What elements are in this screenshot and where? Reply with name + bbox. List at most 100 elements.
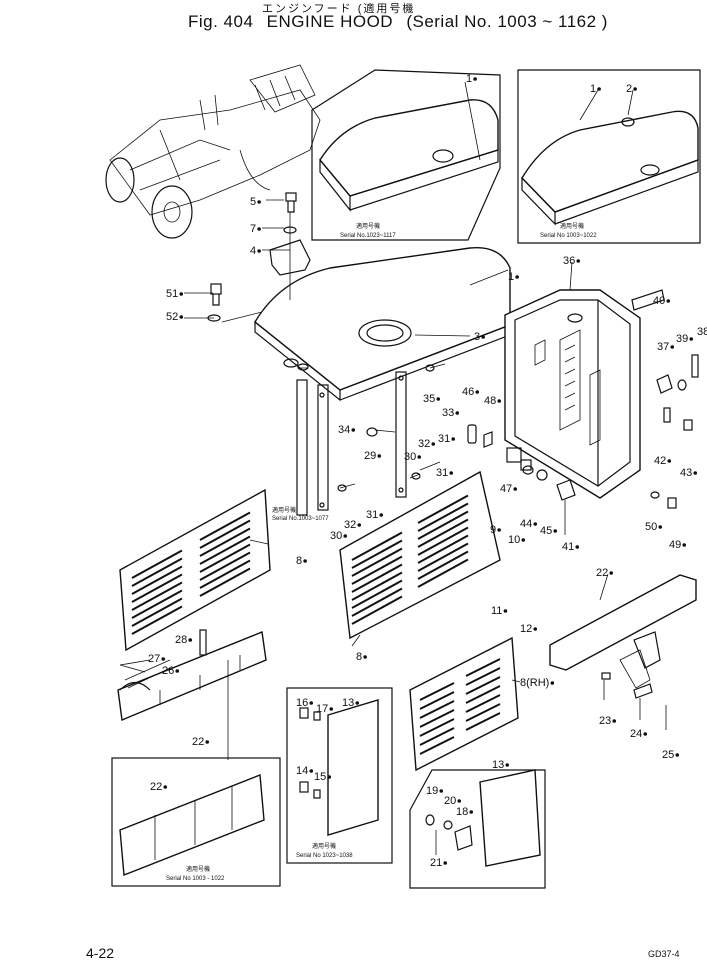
callout-dot: [682, 543, 687, 547]
callout-24: 24: [630, 728, 642, 740]
grille-slot: [131, 581, 183, 611]
callout-35: 35: [423, 393, 435, 405]
grille-slot: [465, 703, 501, 722]
left-grille: 適用号機 Serial No.1003~1077: [119, 488, 329, 652]
grille-slot: [351, 555, 403, 585]
callout-45: 45: [540, 525, 552, 537]
callout-dot: [612, 719, 617, 723]
callout-31: 31: [438, 433, 450, 445]
hood-variant-b-inset: 適用号機 Serial No 1003~1022: [517, 69, 701, 244]
callout-22: 22: [596, 567, 608, 579]
callout-12: 12: [520, 623, 532, 635]
callout-dot: [451, 437, 456, 441]
callout-1b: 1: [590, 83, 596, 95]
callout-dot: [327, 775, 332, 779]
callout-dot: [475, 390, 480, 394]
callout-2: 2: [626, 83, 632, 95]
callout-25: 25: [662, 749, 674, 761]
callout-17: 17: [316, 703, 328, 715]
callout-18: 18: [456, 806, 468, 818]
grille-slot: [417, 542, 469, 572]
lower-right-skirt: [549, 574, 697, 730]
callout-dot: [576, 259, 581, 263]
grille-slot: [131, 597, 183, 627]
leader-lines: [119, 81, 634, 683]
callout-48: 48: [484, 395, 496, 407]
grille-slot: [199, 535, 251, 565]
callout-dot: [515, 275, 519, 279]
callout-dot: [643, 732, 648, 736]
callout-dot: [257, 200, 261, 204]
callout-46: 46: [462, 386, 474, 398]
callout-dot: [503, 609, 508, 613]
callout-51: 51: [166, 288, 178, 300]
header-japanese: エンジンフード (適用号機: [262, 3, 416, 15]
callout-dot: [377, 454, 382, 458]
callout-1a: 1: [466, 73, 472, 85]
callout-11: 11: [491, 605, 502, 617]
right-grille: [409, 636, 519, 772]
grille-slot: [465, 712, 501, 731]
callout-dot: [179, 315, 184, 319]
callout-9: 9: [490, 524, 496, 536]
callout-dot: [343, 534, 348, 538]
skirt-serial: Serial No 1003 - 1022: [166, 876, 225, 882]
grille-slot: [419, 736, 455, 755]
callout-20: 20: [444, 795, 456, 807]
callout-50: 50: [645, 521, 657, 533]
grille-slot: [419, 727, 455, 746]
callout-dot: [355, 701, 360, 705]
grille-slot: [199, 527, 251, 557]
skirt-variant-inset: 適用号機 Serial No 1003 - 1022: [111, 757, 281, 887]
callout-7: 7: [250, 223, 256, 235]
grille-slot: [419, 691, 455, 710]
hood-a-serial: Serial No.1023~1117: [340, 233, 396, 239]
callout-dot: [550, 681, 555, 685]
hood-stays: [296, 363, 446, 516]
callout-dot: [521, 538, 526, 542]
callout-dot: [303, 559, 307, 563]
callout-dot: [363, 655, 367, 659]
grille-slot: [351, 539, 403, 569]
callout-dot: [431, 442, 436, 446]
callout-52: 52: [166, 311, 178, 323]
grille-serial: Serial No.1003~1077: [272, 516, 329, 522]
callout-dot: [457, 799, 462, 803]
page-number: 4-22: [86, 945, 115, 961]
callout-4: 4: [250, 245, 256, 257]
callout-1: 1: [508, 271, 514, 283]
callout-dot: [205, 740, 210, 744]
callout-dot: [455, 411, 460, 415]
callout-23: 23: [599, 715, 611, 727]
plate-a-note: 適用号機: [312, 842, 336, 850]
lower-left-skirt: [117, 629, 267, 760]
callout-dot: [689, 337, 694, 341]
grille-slot: [199, 567, 251, 597]
grille-slot: [417, 550, 469, 580]
callout-dot: [257, 249, 261, 253]
grille-slot: [131, 549, 183, 579]
callout-36: 36: [563, 255, 575, 267]
callout-dot: [188, 638, 193, 642]
hood-b-serial: Serial No 1003~1022: [540, 233, 597, 239]
grille-note: 適用号機: [272, 506, 296, 514]
callout-22b: 22: [192, 736, 204, 748]
callout-dot: [497, 399, 502, 403]
page-code: GD37-4: [648, 949, 680, 959]
callout-5: 5: [250, 196, 256, 208]
grille-slot: [131, 565, 183, 595]
callout-28: 28: [175, 634, 187, 646]
callout-dot: [553, 529, 558, 533]
grille-slot: [465, 685, 501, 704]
right-fasteners: [631, 289, 699, 509]
callout-dot: [575, 545, 580, 549]
hood-variant-a-inset: 適用号機 Serial No.1023~1117: [311, 69, 501, 241]
figure-number: Fig. 404: [188, 12, 254, 31]
callout-27: 27: [148, 653, 160, 665]
figure-name: ENGINE HOOD: [266, 12, 394, 31]
callout-dot: [666, 299, 671, 303]
callouts: 1 1 2 1 36 3 5 7 4 51 52 40 38 39 37 42 …: [148, 73, 707, 869]
callout-dot: [309, 769, 314, 773]
grille-slot: [351, 579, 403, 609]
callout-44: 44: [520, 518, 532, 530]
